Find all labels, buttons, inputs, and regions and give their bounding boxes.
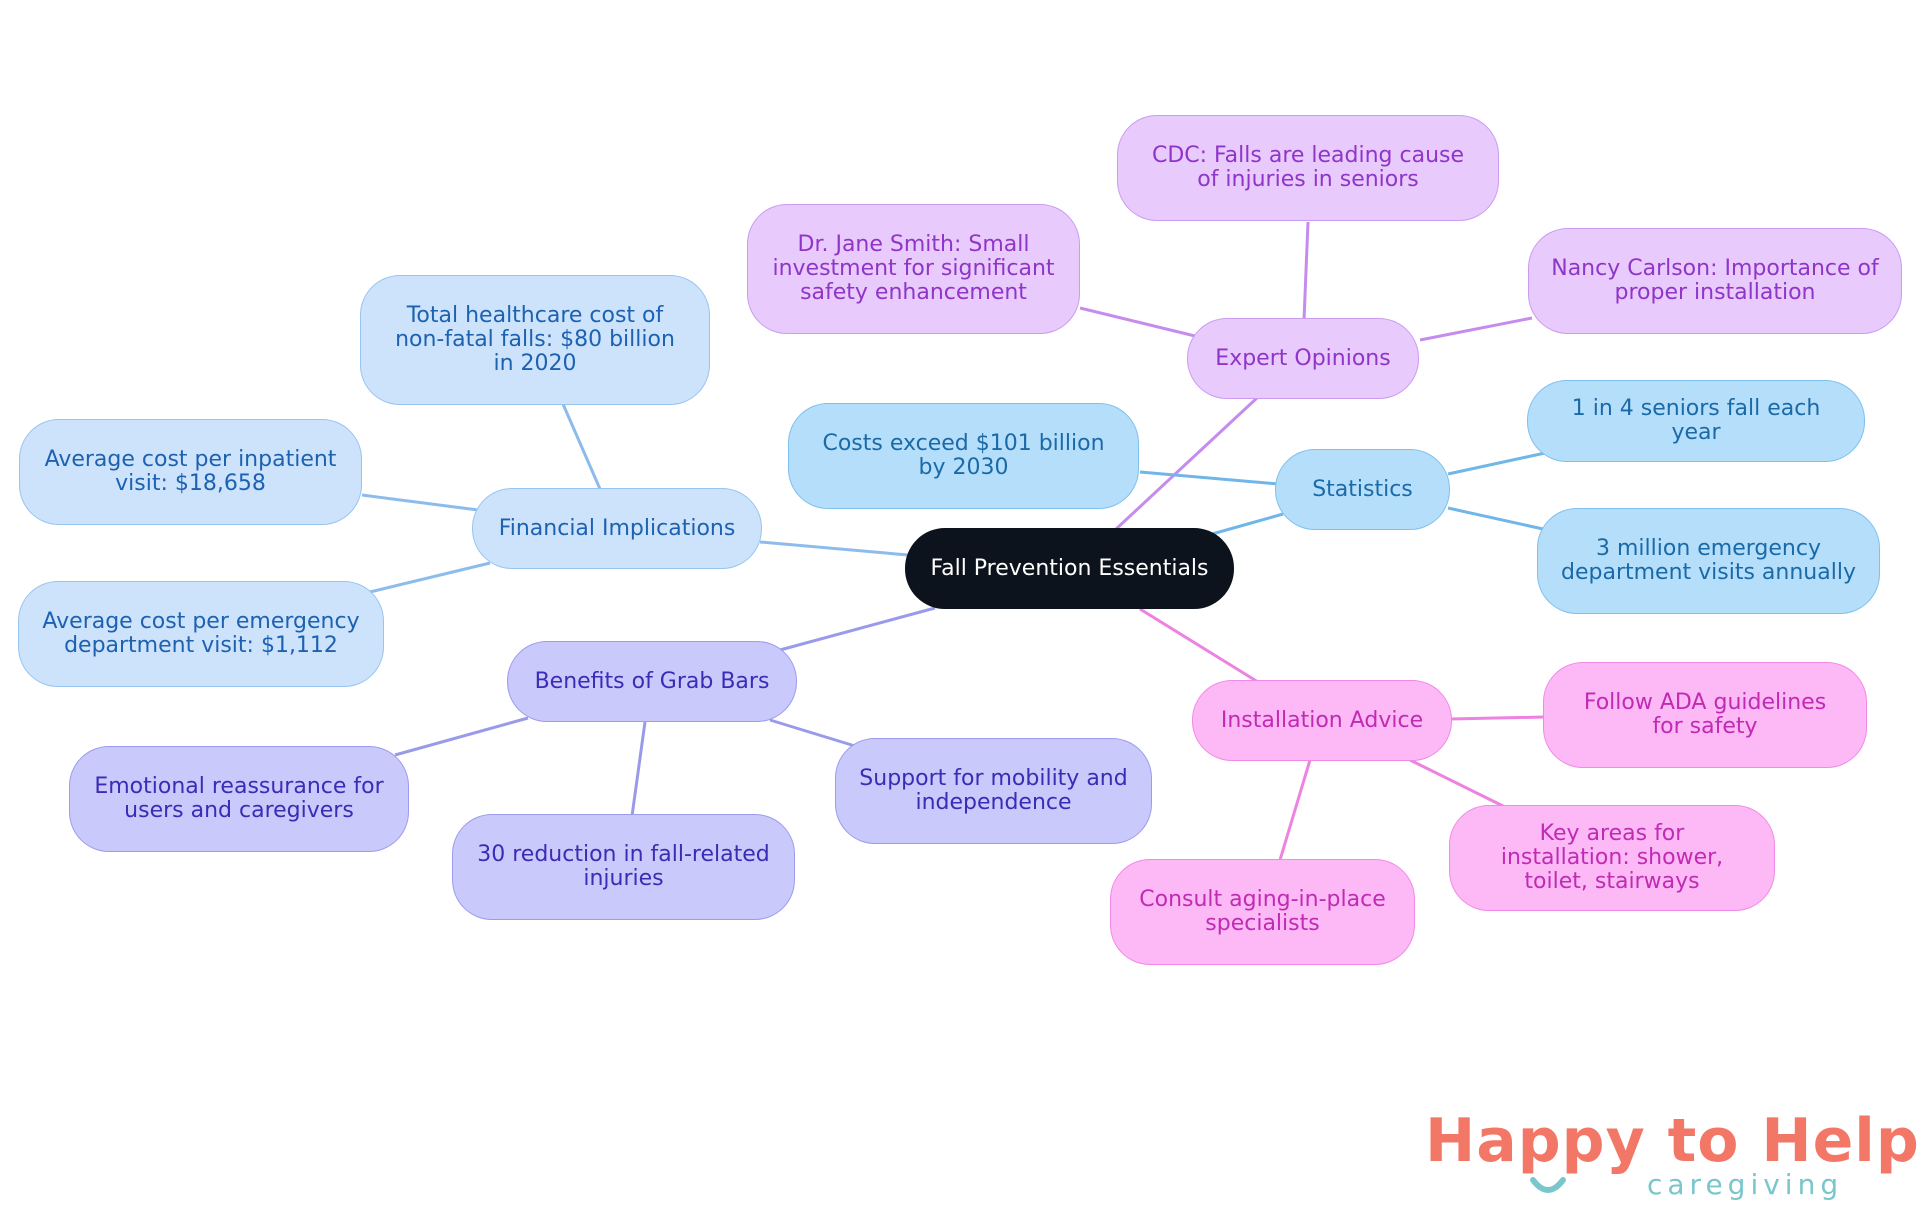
leaf-label: 3 million emergency department visits an…	[1561, 536, 1856, 585]
leaf-label: Costs exceed $101 billion by 2030	[822, 431, 1105, 480]
leaf-label: 30 reduction in fall-related injuries	[477, 842, 770, 891]
branch-label: Expert Opinions	[1215, 345, 1391, 371]
edge-expert-cdc	[1302, 221, 1310, 321]
edge-expert-smith	[1079, 306, 1196, 338]
leaf-label: Average cost per emergency department vi…	[42, 609, 360, 658]
leaf-jane-smith[interactable]: Dr. Jane Smith: Small investment for sig…	[747, 204, 1080, 334]
leaf-seniors-fall[interactable]: 1 in 4 seniors fall each year	[1527, 380, 1865, 462]
leaf-ada-guidelines[interactable]: Follow ADA guidelines for safety	[1543, 662, 1867, 768]
leaf-mobility-support[interactable]: Support for mobility and independence	[835, 738, 1152, 844]
leaf-fall-reduction[interactable]: 30 reduction in fall-related injuries	[452, 814, 795, 920]
edge-gb-mobility	[769, 718, 856, 748]
branch-label: Financial Implications	[498, 515, 736, 541]
edge-root-financial	[759, 540, 909, 557]
leaf-consult-specialists[interactable]: Consult aging-in-place specialists	[1110, 859, 1415, 965]
leaf-label: CDC: Falls are leading cause of injuries…	[1151, 143, 1465, 192]
edge-root-installation	[1139, 607, 1259, 684]
edge-root-statistics	[1204, 512, 1284, 538]
leaf-label: Support for mobility and independence	[859, 766, 1128, 815]
branch-expert-opinions[interactable]: Expert Opinions	[1187, 318, 1419, 399]
edge-stat-emergency	[1447, 506, 1544, 531]
leaf-key-areas[interactable]: Key areas for installation: shower, toil…	[1449, 805, 1775, 911]
leaf-label: Emotional reassurance for users and care…	[94, 774, 384, 823]
branch-benefits-grab-bars[interactable]: Benefits of Grab Bars	[507, 641, 797, 722]
leaf-label: 1 in 4 seniors fall each year	[1571, 396, 1821, 445]
root-label: Fall Prevention Essentials	[930, 555, 1209, 581]
leaf-label: Consult aging-in-place specialists	[1139, 887, 1386, 936]
edge-root-expert	[1113, 395, 1260, 532]
edge-expert-carlson	[1419, 316, 1533, 342]
branch-label: Installation Advice	[1220, 707, 1424, 733]
leaf-label: Average cost per inpatient visit: $18,65…	[44, 447, 337, 496]
leaf-label: Total healthcare cost of non-fatal falls…	[395, 303, 675, 376]
branch-label: Statistics	[1312, 476, 1413, 502]
leaf-label: Key areas for installation: shower, toil…	[1500, 821, 1724, 894]
edge-gb-emotional	[394, 716, 529, 757]
leaf-inpatient-cost[interactable]: Average cost per inpatient visit: $18,65…	[19, 419, 362, 525]
leaf-label: Nancy Carlson: Importance of proper inst…	[1551, 256, 1879, 305]
edge-fin-inpatient	[361, 493, 479, 512]
edge-inst-ada	[1449, 715, 1546, 721]
branch-statistics[interactable]: Statistics	[1275, 449, 1450, 530]
branch-label: Benefits of Grab Bars	[534, 668, 770, 694]
edge-inst-consult	[1278, 759, 1312, 861]
leaf-nancy-carlson[interactable]: Nancy Carlson: Importance of proper inst…	[1528, 228, 1902, 334]
edge-fin-total	[561, 403, 602, 490]
company-logo: Happy to Help caregiving	[1425, 1108, 1919, 1204]
edge-inst-key	[1409, 758, 1506, 809]
logo-title: Happy to Help	[1425, 1106, 1920, 1176]
edge-gb-reduction	[630, 721, 647, 817]
edge-root-grabbars	[779, 606, 936, 652]
edge-stat-seniors	[1447, 451, 1546, 476]
edge-stat-costs	[1139, 470, 1279, 486]
leaf-emotional-reassurance[interactable]: Emotional reassurance for users and care…	[69, 746, 409, 852]
leaf-emergency-cost[interactable]: Average cost per emergency department vi…	[18, 581, 384, 687]
branch-financial-implications[interactable]: Financial Implications	[472, 488, 762, 569]
branch-installation-advice[interactable]: Installation Advice	[1192, 680, 1452, 761]
logo-subtitle: caregiving	[1647, 1168, 1844, 1201]
leaf-emergency-visits[interactable]: 3 million emergency department visits an…	[1537, 508, 1880, 614]
root-node[interactable]: Fall Prevention Essentials	[905, 528, 1234, 609]
leaf-costs-exceed[interactable]: Costs exceed $101 billion by 2030	[788, 403, 1139, 509]
smile-icon	[1530, 1177, 1566, 1193]
leaf-label: Dr. Jane Smith: Small investment for sig…	[772, 232, 1055, 305]
leaf-label: Follow ADA guidelines for safety	[1583, 690, 1827, 739]
leaf-cdc[interactable]: CDC: Falls are leading cause of injuries…	[1117, 115, 1499, 221]
leaf-total-healthcare-cost[interactable]: Total healthcare cost of non-fatal falls…	[360, 275, 710, 405]
edge-fin-emergency	[369, 561, 491, 594]
